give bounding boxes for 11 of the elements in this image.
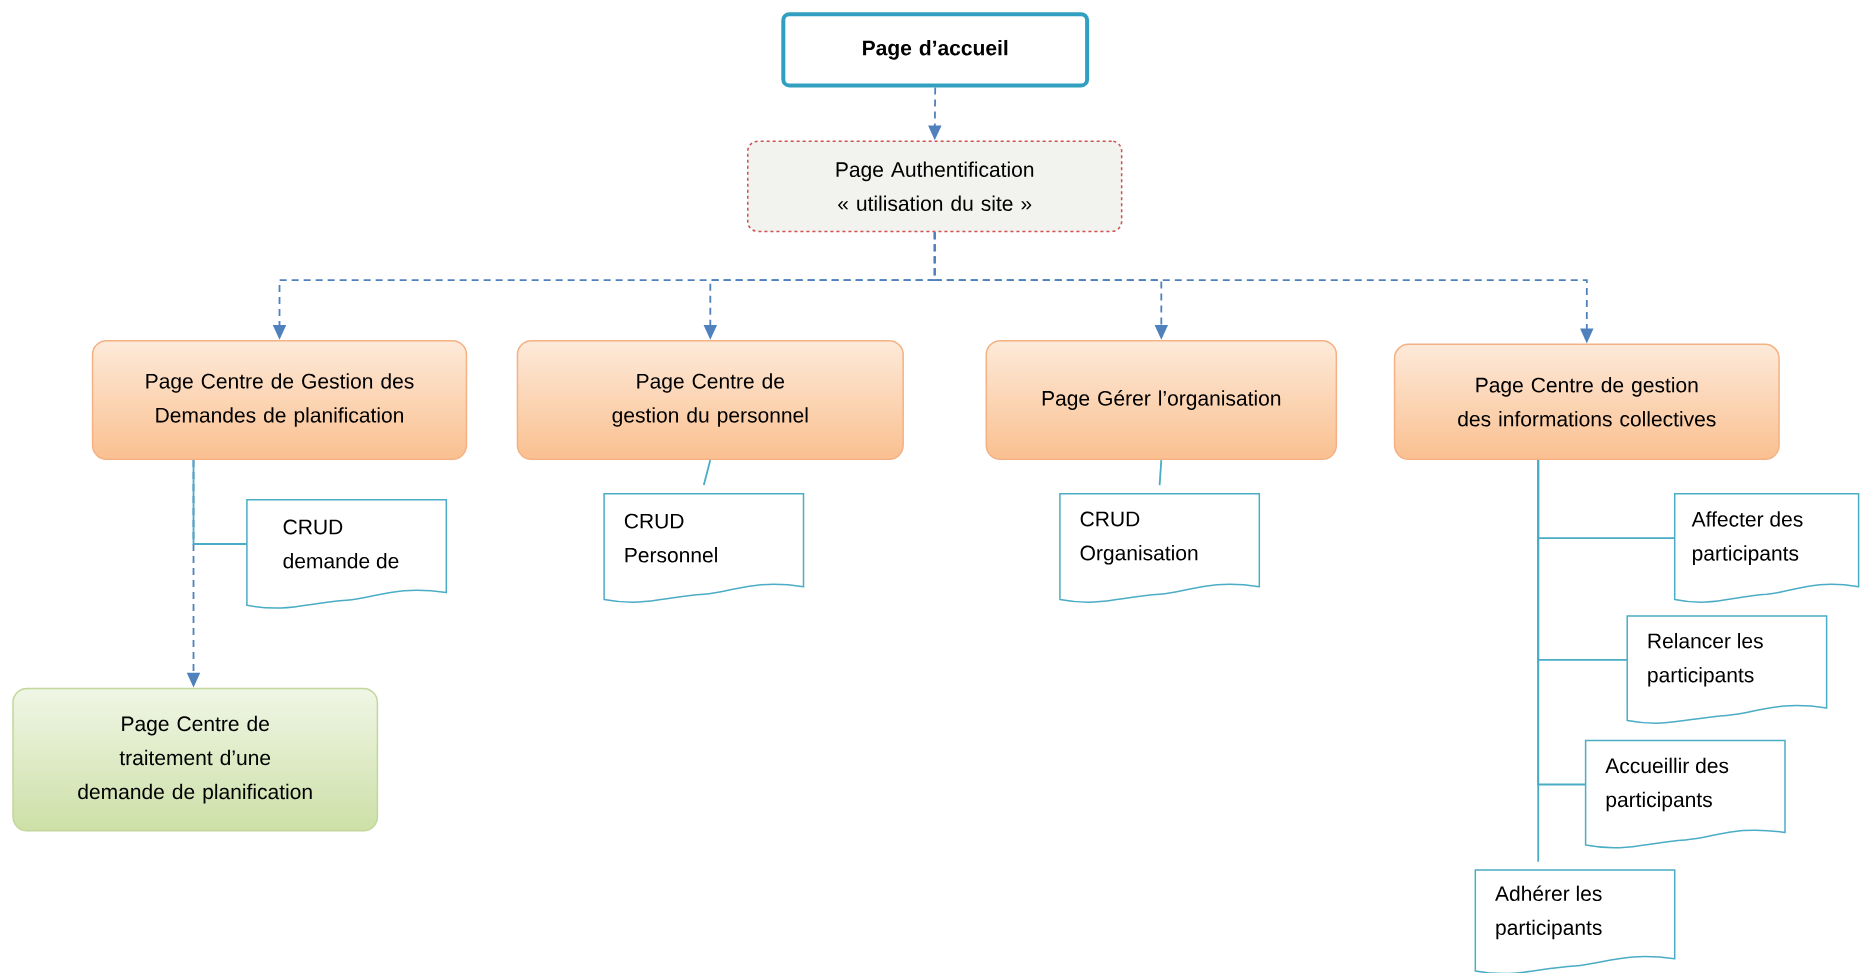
- page-box: Page Centre de gestion du personnel: [516, 339, 904, 461]
- page-box: Page Centre de Gestion des Demandes de planification: [91, 339, 468, 461]
- page-box: Page Centre de traitement d’une demande de planification: [12, 687, 379, 832]
- home-page-box: Page d’accueil: [781, 12, 1090, 88]
- connector: [1537, 459, 1540, 863]
- connector: [192, 459, 248, 545]
- login-page-box: Page Authentification « utilisation du site »: [747, 140, 1123, 233]
- connector: [702, 459, 712, 486]
- page-box: Page Centre de gestion des informations collectives: [1393, 343, 1780, 461]
- page-box: Page Gérer l’organisation: [985, 339, 1338, 461]
- connector: [1158, 459, 1163, 486]
